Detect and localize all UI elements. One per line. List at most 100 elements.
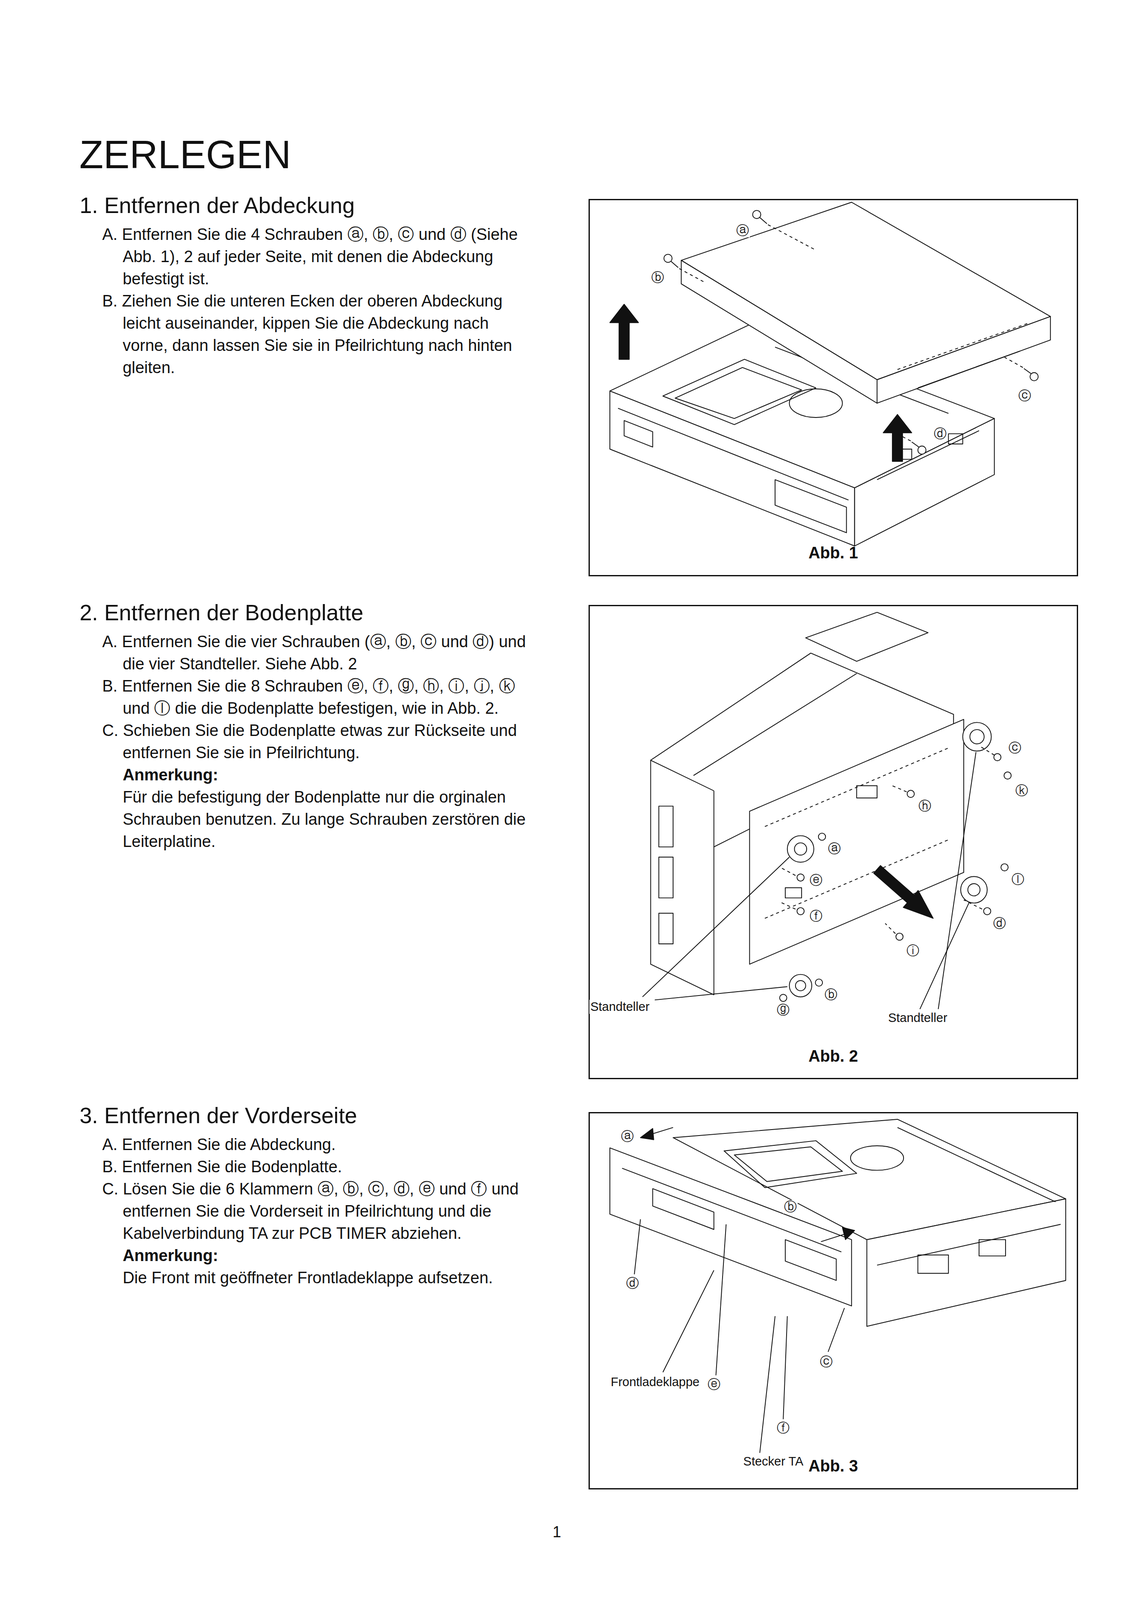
note-heading: Anmerkung:: [122, 1244, 536, 1267]
note-text: Für die befestigung der Bodenplatte nur …: [122, 785, 536, 853]
callout-letter: ⓕ: [808, 909, 824, 923]
callout-letter: ⓚ: [1014, 783, 1029, 798]
bottom-plate-illustration-part-part: [1004, 771, 1012, 779]
cover-removal-illustration-part-part: [752, 210, 761, 219]
callout-letter: ⓕ: [775, 1420, 791, 1435]
cover-removal-illustration-part: [679, 224, 1023, 441]
note-heading: Anmerkung:: [122, 763, 536, 786]
bottom-plate-illustration-part-part: [815, 978, 823, 986]
cover-removal-illustration-part: [623, 420, 653, 447]
part-name: Frontladeklappe: [609, 1374, 701, 1389]
cover-removal-illustration-part: [609, 304, 639, 360]
bottom-plate-illustration-part-part: [796, 873, 805, 881]
callout-letter: ⓒ: [1017, 388, 1032, 403]
cover-removal-illustration-part: [854, 418, 994, 546]
instruction-step: B. Entfernen Sie die 8 Schrauben ⓔ, ⓕ, ⓖ…: [102, 674, 536, 720]
bottom-plate-illustration-part-part: [794, 842, 807, 855]
instruction-step: B. Entfernen Sie die Bodenplatte.: [102, 1155, 536, 1178]
front-panel-illustration-part: [821, 1233, 847, 1242]
instruction-step: C. Schieben Sie die Bodenplatte etwas zu…: [102, 719, 536, 764]
bottom-plate-illustration-part: [658, 912, 674, 944]
cover-removal-illustration-part-part: [1023, 368, 1032, 374]
front-panel-illustration-part: [918, 1254, 949, 1274]
bottom-plate-illustration-part-part: [780, 867, 796, 876]
part-name: Standteller: [887, 1010, 949, 1025]
bottom-plate-illustration-part: [650, 760, 715, 791]
cover-removal-illustration-part: [664, 210, 1039, 455]
bottom-plate-illustration-part-part: [967, 883, 981, 896]
front-panel-illustration-part: [866, 1198, 1066, 1327]
text-column: 1. Entfernen der AbdeckungA. Entfernen S…: [79, 191, 536, 379]
front-panel-illustration-part: [734, 1146, 843, 1181]
instruction-step: B. Ziehen Sie die unteren Ecken der ober…: [102, 289, 536, 379]
section-heading: 1. Entfernen der Abdeckung: [79, 191, 536, 219]
bottom-plate-illustration-part-part: [960, 876, 988, 903]
bottom-plate-illustration-part-part: [789, 974, 813, 997]
callout-letter: ⓓ: [992, 916, 1007, 930]
bottom-plate-illustration-part: [780, 746, 995, 934]
bottom-plate-illustration-part-part: [796, 907, 805, 915]
bottom-plate-illustration-part: [779, 753, 1012, 1002]
front-panel-illustration-part: [979, 1239, 1006, 1256]
bottom-plate-illustration-part: [805, 612, 929, 662]
callout-letter: ⓔ: [808, 873, 824, 887]
figure-caption: Abb. 3: [589, 1456, 1077, 1476]
bottom-plate-illustration-part: [713, 790, 715, 847]
front-panel-illustration-part: [609, 1147, 852, 1306]
front-panel-illustration-part: [759, 1315, 776, 1453]
callout-letter: ⓓ: [625, 1276, 640, 1290]
callout-letter: ⓓ: [932, 426, 948, 441]
front-panel-illustration-part: [724, 1140, 857, 1188]
bottom-plate-illustration-part: [787, 722, 992, 997]
callout-letter: ⓑ: [823, 987, 839, 1002]
front-panel-illustration-part: [622, 1168, 842, 1252]
bottom-plate-illustration-part: [654, 986, 788, 1000]
callout-letter: ⓘ: [905, 943, 921, 958]
cover-removal-illustration: [609, 202, 1051, 546]
bottom-plate-illustration-part-part: [885, 923, 896, 934]
cover-removal-illustration-part: [675, 367, 802, 419]
bottom-plate-illustration-part: [873, 865, 933, 919]
text-column: 2. Entfernen der BodenplatteA. Entfernen…: [79, 598, 536, 853]
cover-removal-illustration-part-part: [759, 217, 767, 224]
bottom-plate-illustration-part: [938, 752, 976, 1009]
section-heading: 2. Entfernen der Bodenplatte: [79, 598, 536, 627]
bottom-plate-illustration-part: [785, 887, 802, 898]
cover-removal-illustration-part: [775, 479, 847, 533]
instruction-step: A. Entfernen Sie die Abdeckung.: [102, 1133, 536, 1156]
front-panel-illustration-part: [640, 1128, 654, 1140]
front-panel-illustration-part: [662, 1270, 714, 1373]
bottom-plate-illustration-part: [658, 805, 674, 847]
bottom-plate-illustration-part: [919, 902, 969, 1009]
cover-removal-illustration-part: [662, 359, 816, 425]
bottom-plate-illustration-part: [749, 719, 964, 964]
front-panel-illustration-part: [842, 1227, 855, 1240]
cover-removal-illustration-part: [948, 433, 963, 444]
front-panel-illustration-part: [715, 1224, 726, 1376]
note-text: Die Front mit geöffneter Frontladeklappe…: [122, 1266, 536, 1289]
figure-frame: Abb. 1: [588, 198, 1079, 577]
cover-removal-illustration-part: [681, 260, 878, 404]
cover-removal-illustration-part-part: [1004, 357, 1024, 368]
front-panel-illustration-part: [783, 1315, 788, 1419]
bottom-plate-illustration-part-part: [981, 746, 995, 755]
figure-frame: Abb. 3: [588, 1111, 1079, 1490]
cover-removal-illustration-part: [883, 414, 912, 462]
page-title: ZERLEGEN: [79, 133, 292, 177]
cover-removal-illustration-part: [789, 388, 843, 418]
callout-letter: ⓐ: [620, 1129, 635, 1143]
cover-removal-illustration-part: [918, 351, 1021, 388]
cover-removal-illustration-part: [877, 316, 1051, 403]
cover-removal-illustration-part-part: [767, 224, 816, 251]
bottom-plate-illustration-part-part: [795, 980, 806, 991]
callout-letter: ⓗ: [917, 798, 933, 813]
bottom-plate-illustration-part-part: [787, 835, 814, 863]
instruction-step: C. Lösen Sie die 6 Klammern ⓐ, ⓑ, ⓒ, ⓓ, …: [102, 1177, 536, 1245]
bottom-plate-illustration-part: [856, 785, 878, 799]
bottom-plate-illustration-part: [658, 856, 674, 898]
callout-letter: ⓖ: [775, 1002, 791, 1017]
front-panel-illustration-part: [897, 1127, 1056, 1202]
cover-removal-illustration-part-part: [670, 261, 679, 268]
cover-removal-illustration-part-part: [664, 254, 673, 263]
